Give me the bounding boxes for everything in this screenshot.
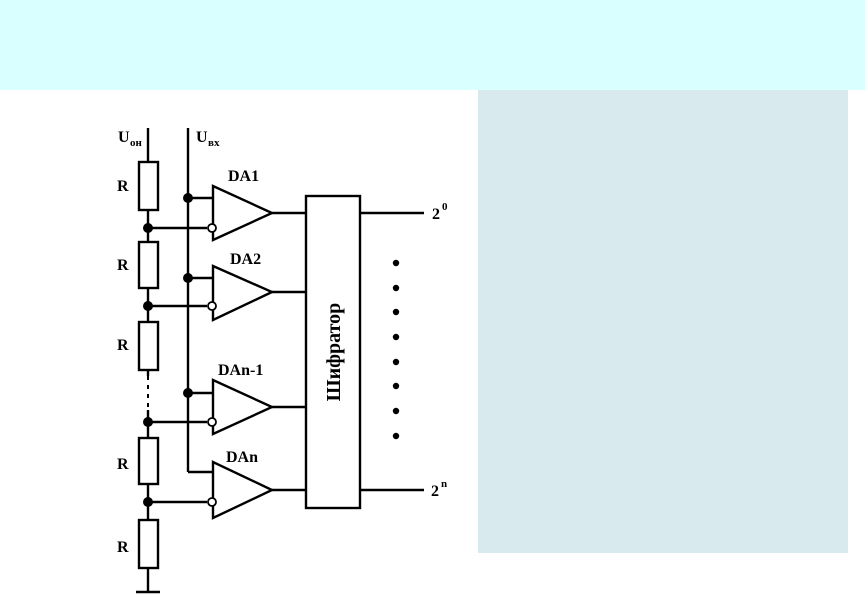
output-label-bottom: 2 bbox=[431, 483, 439, 500]
comparator-n-1: DAn-1 bbox=[143, 362, 306, 436]
resistor-1 bbox=[137, 160, 160, 212]
resistor-3 bbox=[137, 320, 160, 372]
resistor-label: R bbox=[117, 337, 129, 354]
resistor-2 bbox=[137, 240, 160, 290]
u-in-label: U bbox=[196, 129, 208, 146]
comparator-1: DA1 bbox=[143, 168, 306, 242]
comparator-2: DA2 bbox=[143, 251, 306, 322]
encoder-label: Шифратор bbox=[323, 303, 345, 402]
output-exponent-bottom: n bbox=[441, 478, 447, 490]
output-label-top: 2 bbox=[432, 206, 440, 223]
resistor-5 bbox=[137, 518, 160, 570]
comparator-label-n-1: DAn-1 bbox=[218, 362, 263, 379]
comparator-label-n: DAn bbox=[226, 449, 258, 466]
u-in-subscript: вх bbox=[208, 137, 220, 149]
resistor-label: R bbox=[117, 539, 129, 556]
output-exponent-top: 0 bbox=[442, 201, 448, 213]
header-band bbox=[0, 0, 865, 90]
resistor-label: R bbox=[117, 257, 129, 274]
resistor-ladder: R R R R R bbox=[117, 128, 160, 594]
comparator-label-2: DA2 bbox=[230, 251, 261, 268]
adc-circuit-diagram: U он U вх R R R R R DA1 bbox=[0, 90, 478, 597]
input-rail bbox=[186, 128, 213, 474]
u-ref-subscript: он bbox=[130, 137, 143, 149]
circuit-svg: U он U вх R R R R R DA1 bbox=[117, 128, 448, 594]
side-panel bbox=[478, 90, 848, 553]
resistor-4 bbox=[137, 436, 160, 486]
outputs: 2 0 2 n bbox=[360, 201, 448, 500]
u-ref-label: U bbox=[118, 129, 130, 146]
resistor-label: R bbox=[117, 178, 129, 195]
ellipsis-dots bbox=[392, 259, 400, 440]
resistor-label: R bbox=[117, 456, 129, 473]
comparator-n: DAn bbox=[143, 449, 306, 520]
comparator-label-1: DA1 bbox=[228, 168, 259, 185]
encoder-block: Шифратор bbox=[304, 194, 362, 510]
